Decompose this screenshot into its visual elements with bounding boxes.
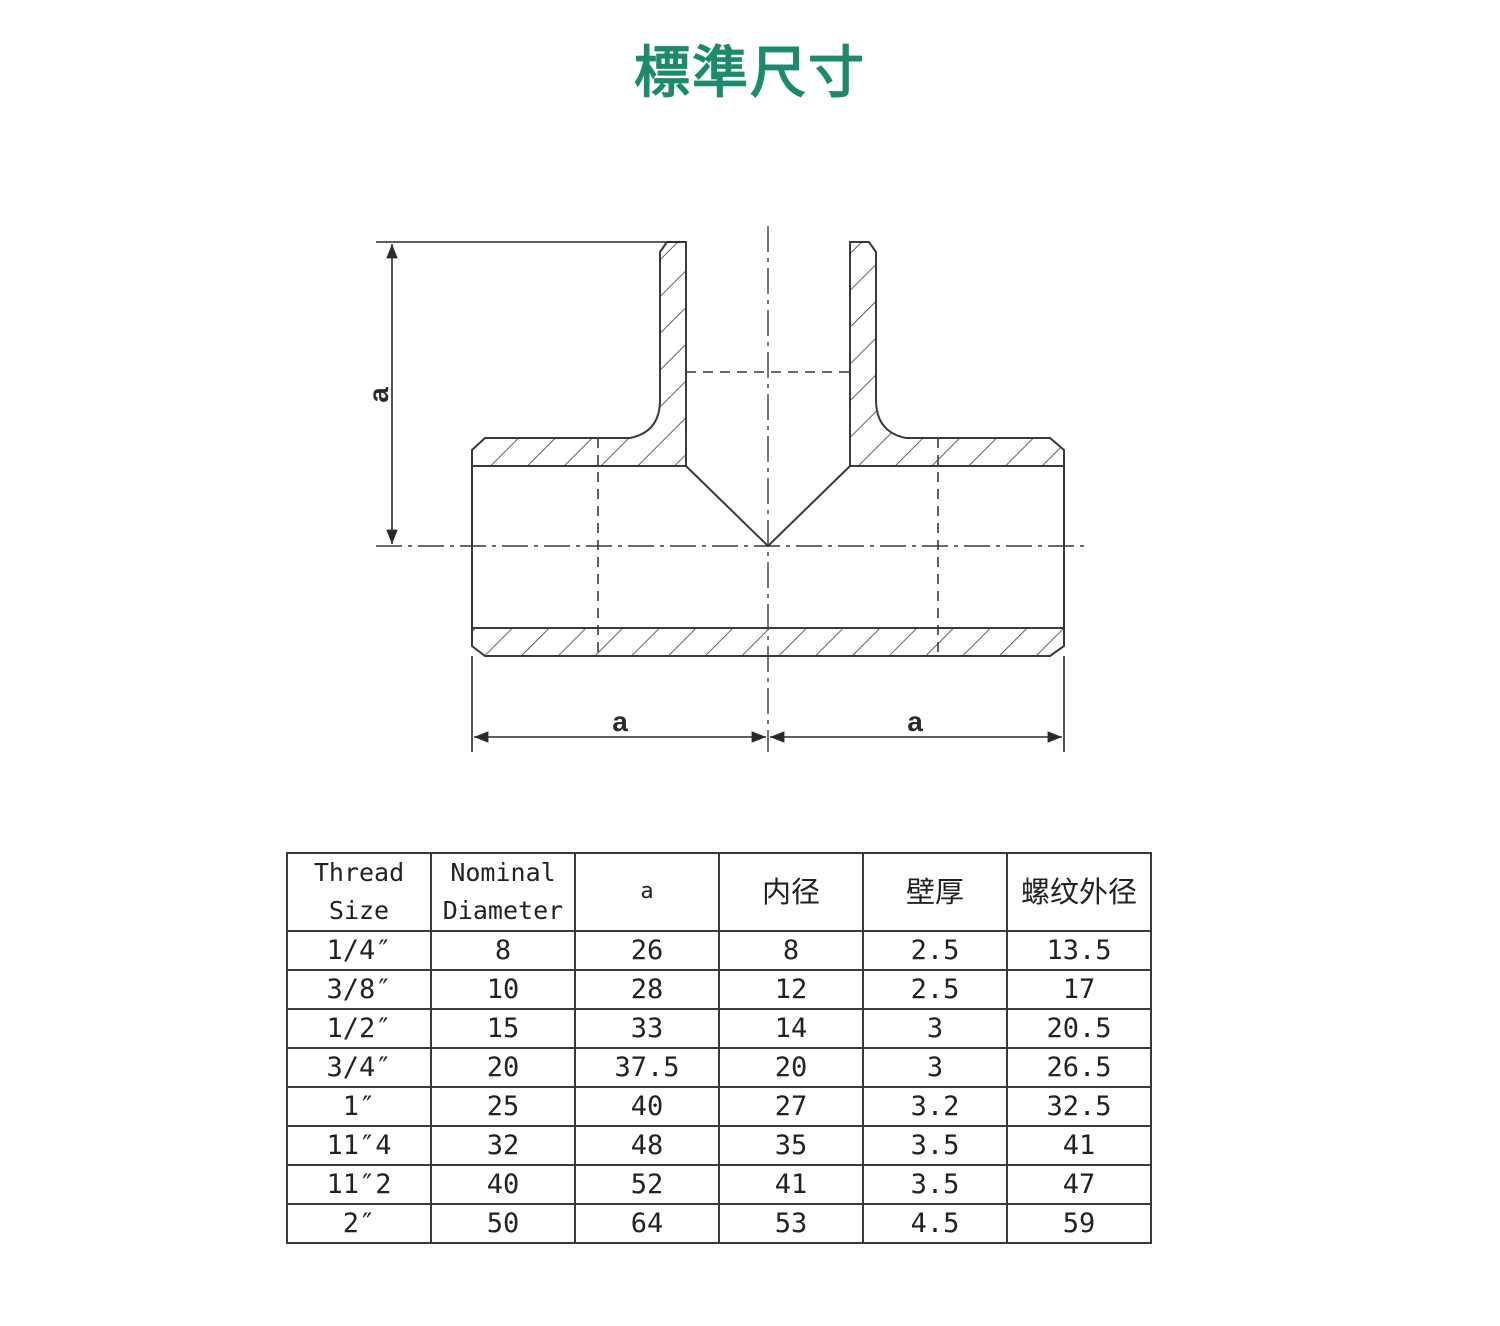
dimension-table: Thread Size Nominal Diameter a 内径 壁厚 螺纹外… (286, 852, 1152, 1244)
dimension-lines (376, 241, 1065, 752)
table-cell: 1/4″ (286, 930, 432, 971)
table-cell: 33 (574, 1008, 720, 1049)
table-cell: 2.5 (862, 930, 1008, 971)
table-cell: 8 (430, 930, 576, 971)
header-thread-size: Thread Size (286, 852, 432, 932)
hidden-lines (597, 371, 939, 656)
table-cell: 41 (1006, 1125, 1152, 1166)
table-cell: 64 (574, 1203, 720, 1244)
header-line: Size (328, 896, 390, 925)
table-cell: 20.5 (1006, 1008, 1152, 1049)
table-cell: 25 (430, 1086, 576, 1127)
table-cell: 52 (574, 1164, 720, 1205)
table-cell: 3 (862, 1047, 1008, 1088)
center-lines (376, 226, 1086, 752)
table-cell: 3/4″ (286, 1047, 432, 1088)
table-cell: 11″4 (286, 1125, 432, 1166)
header-nominal-diameter: Nominal Diameter (430, 852, 576, 932)
table-cell: 2.5 (862, 969, 1008, 1010)
table-cell: 4.5 (862, 1203, 1008, 1244)
header-thread-outer-diameter: 螺纹外径 (1006, 852, 1152, 932)
table-cell: 8 (718, 930, 864, 971)
table-cell: 13.5 (1006, 930, 1152, 971)
table-cell: 26.5 (1006, 1047, 1152, 1088)
table-cell: 40 (430, 1164, 576, 1205)
table-cell: 1/2″ (286, 1008, 432, 1049)
table-cell: 35 (718, 1125, 864, 1166)
table-cell: 3.2 (862, 1086, 1008, 1127)
header-line: Nominal (450, 858, 556, 887)
table-cell: 14 (718, 1008, 864, 1049)
table-cell: 3/8″ (286, 969, 432, 1010)
table-cell: 17 (1006, 969, 1152, 1010)
hatched-walls (471, 241, 1065, 657)
table-cell: 3 (862, 1008, 1008, 1049)
table-cell: 32 (430, 1125, 576, 1166)
table-cell: 47 (1006, 1164, 1152, 1205)
table-cell: 20 (430, 1047, 576, 1088)
table-cell: 1″ (286, 1086, 432, 1127)
table-cell: 41 (718, 1164, 864, 1205)
table-cell: 10 (430, 969, 576, 1010)
header-inner-diameter: 内径 (718, 852, 864, 932)
table-cell: 2″ (286, 1203, 432, 1244)
table-header-row: Thread Size Nominal Diameter a 内径 壁厚 螺纹外… (286, 852, 1152, 932)
header-line: Diameter (442, 896, 564, 925)
table-cell: 50 (430, 1203, 576, 1244)
table-cell: 27 (718, 1086, 864, 1127)
table-cell: 20 (718, 1047, 864, 1088)
tee-fitting-drawing: a a a (363, 226, 1086, 752)
table-cell: 48 (574, 1125, 720, 1166)
table-cell: 3.5 (862, 1164, 1008, 1205)
page-title: 標準尺寸 (634, 40, 866, 106)
dimension-label-left: a (612, 706, 628, 737)
table-cell: 3.5 (862, 1125, 1008, 1166)
dimension-label-vertical: a (363, 387, 394, 403)
table-cell: 12 (718, 969, 864, 1010)
dimension-label-right: a (907, 706, 923, 737)
table-cell: 37.5 (574, 1047, 720, 1088)
header-line: Thread (313, 858, 405, 887)
table-cell: 26 (574, 930, 720, 971)
table-cell: 59 (1006, 1203, 1152, 1244)
table-cell: 11″2 (286, 1164, 432, 1205)
table-cell: 53 (718, 1203, 864, 1244)
header-wall-thickness: 壁厚 (862, 852, 1008, 932)
table-cell: 40 (574, 1086, 720, 1127)
table-cell: 15 (430, 1008, 576, 1049)
header-a: a (574, 852, 720, 932)
table-cell: 28 (574, 969, 720, 1010)
table-cell: 32.5 (1006, 1086, 1152, 1127)
